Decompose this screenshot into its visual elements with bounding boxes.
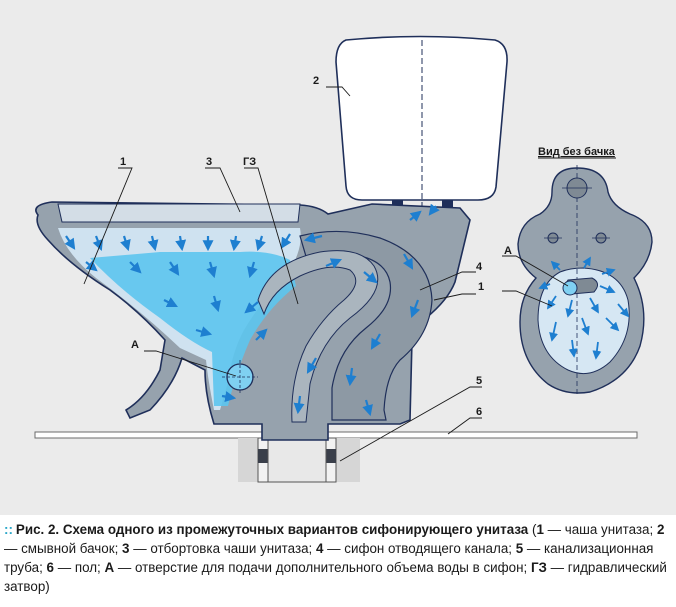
caption-val-4: — сифон отводящего канала;: [323, 541, 516, 556]
caption-val-a: — отверстие для подачи дополнительного о…: [114, 560, 531, 575]
label-pipe: 5: [476, 375, 482, 387]
label-opening: А: [131, 339, 139, 351]
caption-val-5: — канализационная труба;: [4, 541, 654, 575]
flush-tank: [335, 35, 508, 215]
caption-open: (: [528, 522, 537, 537]
label-top-view-opening: А: [504, 245, 512, 257]
leader-lines: [83, 86, 569, 462]
label-rim: 3: [206, 156, 212, 168]
siphon-inner: [257, 250, 379, 423]
figure-caption: ::Рис. 2. Схема одного из промежуточных …: [4, 520, 672, 596]
caption-val-gz: — гидравлический затвор): [4, 560, 667, 594]
top-view: [517, 165, 653, 396]
diagram-figure: 1 3 ГЗ 2 4 А 5 6 1 А Вид без бачка: [0, 0, 676, 515]
flow-arrows: [64, 203, 440, 417]
caption-val-2: — смывной бачок;: [4, 541, 123, 556]
label-bowl: 1: [120, 156, 126, 168]
caption-marker: ::: [4, 522, 13, 537]
caption-key-5: 5: [515, 541, 524, 556]
caption-key-6: 6: [46, 560, 54, 575]
label-water-seal: ГЗ: [243, 156, 256, 168]
label-tank: 2: [313, 75, 319, 87]
caption-title: Схема одного из промежуточных вариантов …: [62, 522, 529, 537]
floor: [34, 431, 638, 439]
opening-a: [222, 360, 258, 394]
caption-fig-number: Рис. 2.: [15, 522, 60, 537]
caption-key-2: 2: [656, 522, 665, 537]
caption-key-gz: ГЗ: [530, 560, 547, 575]
water-seal: [90, 251, 296, 406]
caption-key-a: А: [104, 560, 115, 575]
label-siphon: 4: [476, 261, 483, 273]
caption-val-1: — чаша унитаза;: [543, 522, 657, 537]
caption-val-3: — отбортовка чаши унитаза;: [129, 541, 316, 556]
toilet-diagram-svg: 1 3 ГЗ 2 4 А 5 6 1 А Вид без бачка: [34, 35, 653, 483]
label-floor: 6: [476, 406, 482, 418]
caption-val-6: — пол;: [53, 560, 105, 575]
rim-shelf: [57, 203, 301, 223]
caption-key-3: 3: [122, 541, 130, 556]
sewer-pipe: [257, 437, 337, 483]
siphon-channel: [299, 230, 433, 421]
label-top-view-bowl: 1: [478, 281, 484, 293]
caption-key-1: 1: [536, 522, 544, 537]
top-view-title: Вид без бачка: [538, 146, 616, 158]
caption-key-4: 4: [315, 541, 324, 556]
